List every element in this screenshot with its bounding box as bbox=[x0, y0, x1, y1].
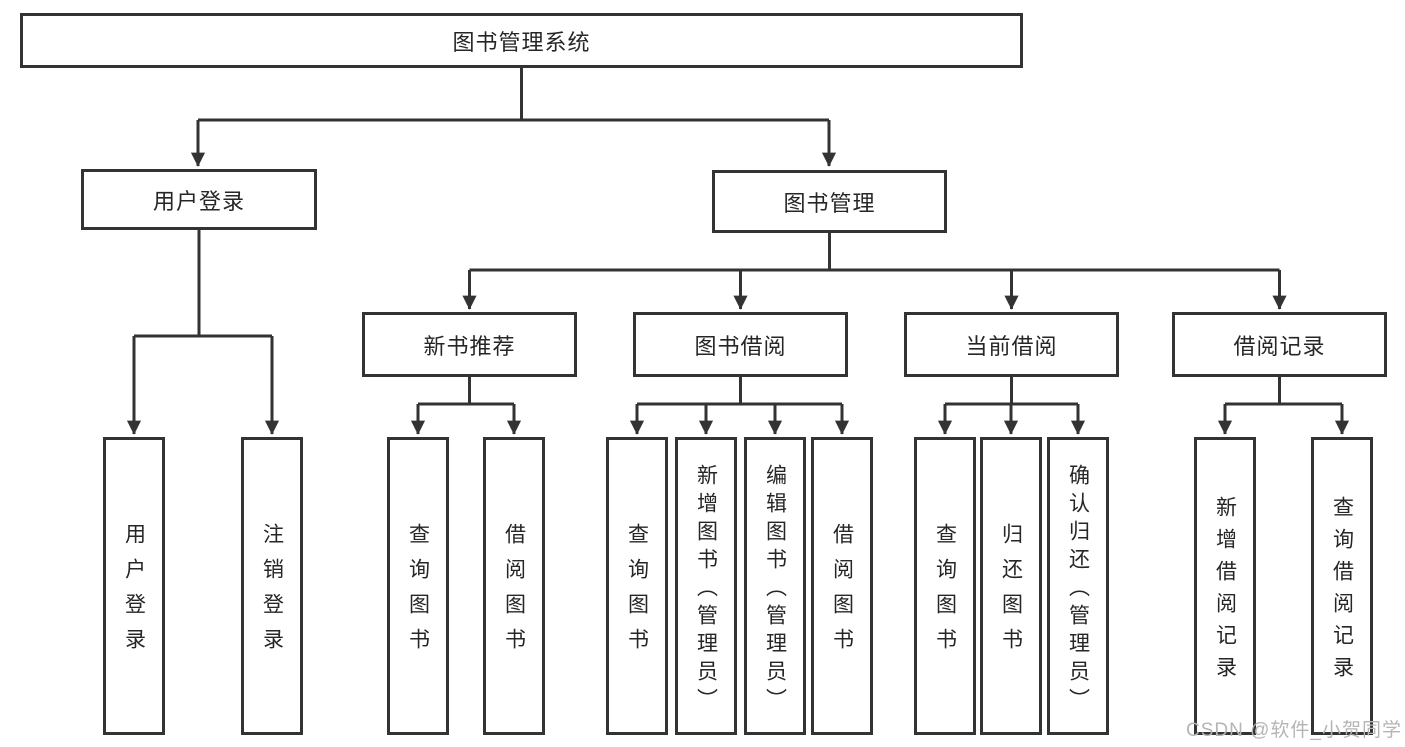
node-book-management: 图书管理 bbox=[712, 170, 947, 233]
leaf-user-login: 用户登录 bbox=[103, 437, 165, 735]
node-user-login: 用户登录 bbox=[81, 169, 317, 230]
node-new-book-recommendation: 新书推荐 bbox=[362, 312, 577, 377]
leaf-label: 借阅图书 bbox=[502, 523, 526, 663]
leaf-label: 确认归还（管理员） bbox=[1066, 463, 1090, 716]
leaf-label: 新增图书（管理员） bbox=[694, 463, 718, 716]
leaf-label: 查询图书 bbox=[625, 523, 649, 663]
leaf-bb-borrow-books: 借阅图书 bbox=[811, 437, 873, 735]
leaf-cb-return-books: 归还图书 bbox=[980, 437, 1042, 735]
leaf-label: 编辑图书（管理员） bbox=[763, 463, 787, 716]
leaf-label: 注销登录 bbox=[260, 523, 284, 663]
node-label: 新书推荐 bbox=[423, 333, 516, 359]
leaf-br-query-record: 查询借阅记录 bbox=[1311, 437, 1373, 735]
leaf-label: 新增借阅记录 bbox=[1213, 495, 1237, 688]
csdn-watermark: CSDN @软件_小贺同学 bbox=[1186, 720, 1402, 741]
leaf-label: 归还图书 bbox=[999, 523, 1023, 663]
leaf-cb-query-books: 查询图书 bbox=[914, 437, 976, 735]
leaf-cb-confirm-return-admin: 确认归还（管理员） bbox=[1047, 437, 1109, 735]
node-label: 图书管理 bbox=[783, 190, 876, 216]
leaf-br-add-record: 新增借阅记录 bbox=[1194, 437, 1256, 735]
node-library-management-system: 图书管理系统 bbox=[20, 13, 1023, 68]
leaf-nbr-borrow-books: 借阅图书 bbox=[483, 437, 545, 735]
node-label: 当前借阅 bbox=[965, 333, 1058, 359]
node-book-borrowing: 图书借阅 bbox=[633, 312, 848, 377]
node-label: 图书借阅 bbox=[694, 333, 787, 359]
node-borrowing-records: 借阅记录 bbox=[1172, 312, 1387, 377]
node-label: 借阅记录 bbox=[1233, 333, 1326, 359]
leaf-label: 查询图书 bbox=[933, 523, 957, 663]
leaf-bb-edit-books-admin: 编辑图书（管理员） bbox=[744, 437, 806, 735]
leaf-label: 用户登录 bbox=[122, 523, 146, 663]
leaf-label: 查询借阅记录 bbox=[1330, 495, 1354, 688]
node-current-borrowing: 当前借阅 bbox=[904, 312, 1119, 377]
node-label: 图书管理系统 bbox=[452, 29, 591, 55]
leaf-nbr-query-books: 查询图书 bbox=[387, 437, 449, 735]
leaf-bb-add-books-admin: 新增图书（管理员） bbox=[675, 437, 737, 735]
leaf-label: 查询图书 bbox=[406, 523, 430, 663]
leaf-logout: 注销登录 bbox=[241, 437, 303, 735]
leaf-bb-query-books: 查询图书 bbox=[606, 437, 668, 735]
leaf-label: 借阅图书 bbox=[830, 523, 854, 663]
node-label: 用户登录 bbox=[152, 188, 245, 214]
